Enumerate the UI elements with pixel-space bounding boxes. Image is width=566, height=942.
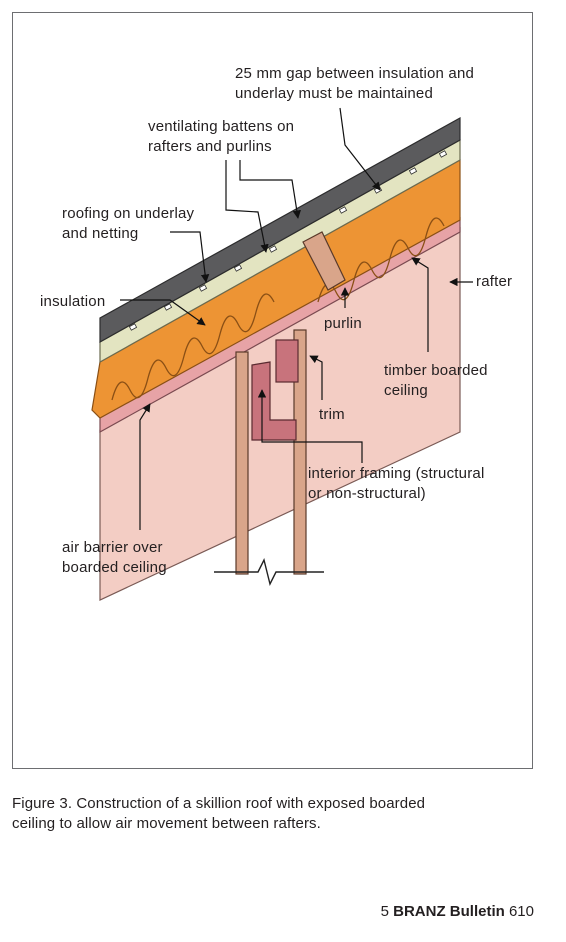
insulation-band xyxy=(91,158,461,419)
footer-issue: 610 xyxy=(508,903,534,920)
leader-lines xyxy=(120,107,473,530)
floor-break-line xyxy=(214,557,324,587)
page-number: 5 xyxy=(380,903,389,920)
label-purlin: purlin xyxy=(324,315,362,332)
figure-frame xyxy=(12,12,533,769)
batten-marks xyxy=(128,150,448,331)
framing-stud-right xyxy=(293,329,307,575)
page-footer: 5 BRANZ Bulletin 610 xyxy=(381,903,534,920)
purlin xyxy=(302,231,346,291)
label-insulation: insulation xyxy=(40,293,106,310)
insulation-pattern xyxy=(111,217,445,401)
label-rafter: rafter xyxy=(476,273,513,290)
label-trim: trim xyxy=(319,406,345,423)
trim-lower xyxy=(251,361,297,441)
figure-caption: Figure 3. Construction of a skillion roo… xyxy=(12,795,426,832)
framing-stud-left xyxy=(235,351,249,575)
trim-upper xyxy=(275,339,299,383)
footer-brand: BRANZ Bulletin xyxy=(393,903,505,920)
roofing-sheet xyxy=(99,116,461,344)
